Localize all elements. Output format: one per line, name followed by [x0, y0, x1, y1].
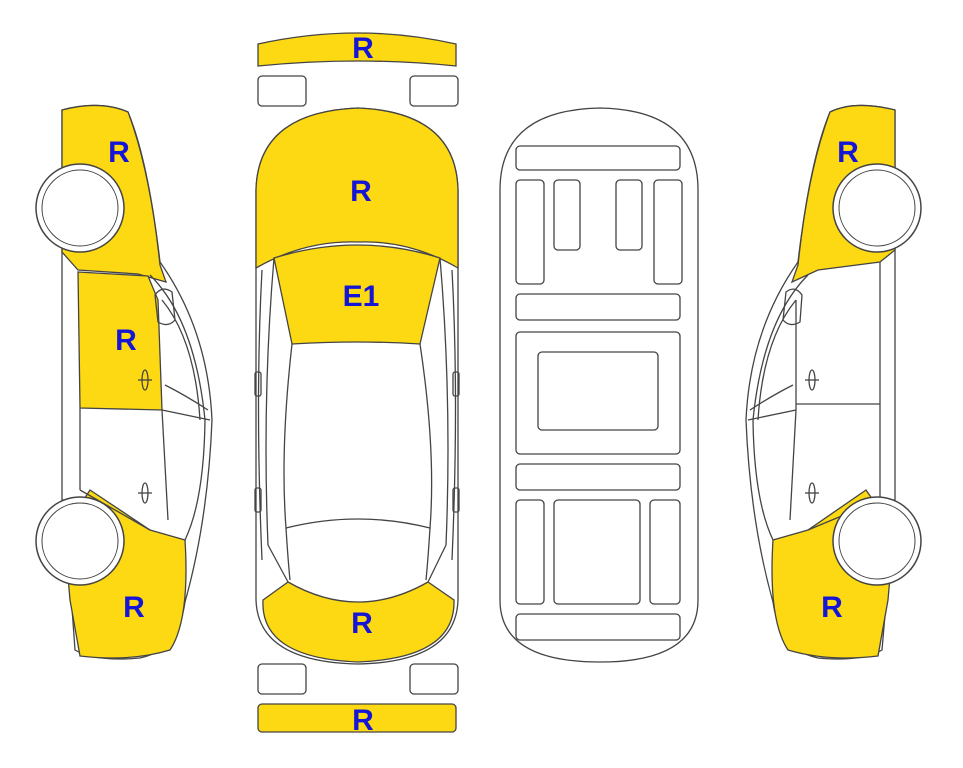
- left-rear-quarter-label: R: [123, 591, 145, 624]
- right-front-wheel-icon: [832, 163, 922, 253]
- left-side-view: [35, 104, 213, 660]
- rear-bumper-panel: [257, 703, 457, 733]
- right-rear-wheel-icon: [832, 496, 922, 586]
- left-front-fender-label: R: [108, 136, 130, 169]
- left-rear-door-handle-icon: [138, 482, 152, 504]
- right-rear-quarter-label: R: [821, 591, 843, 624]
- left-front-door-panel: [77, 271, 163, 411]
- left-front-wheel-icon: [35, 163, 125, 253]
- front-left-headlight: [257, 75, 307, 107]
- left-rear-wheel-icon: [35, 496, 125, 586]
- windshield-label: E1: [343, 280, 380, 313]
- right-mirror-icon: [782, 288, 803, 326]
- trunk-panel: [262, 581, 455, 663]
- right-front-door-handle-icon: [805, 369, 819, 391]
- left-mirror-icon: [154, 288, 176, 326]
- right-front-fender-label: R: [837, 136, 859, 169]
- hood-panel: [255, 107, 459, 270]
- front-bumper-label: R: [352, 32, 374, 65]
- rear-left-taillight: [257, 663, 307, 695]
- underside-view: [499, 107, 699, 663]
- left-front-door-label: R: [115, 324, 137, 357]
- rear-right-taillight: [409, 663, 459, 695]
- top-view: [254, 32, 460, 733]
- rear-bumper-label: R: [352, 704, 374, 737]
- damage-labels: R R E1 R R R R R R R: [108, 32, 859, 737]
- front-right-headlight: [409, 75, 459, 107]
- hood-label: R: [350, 175, 372, 208]
- left-front-door-handle-icon: [138, 369, 152, 391]
- trunk-label: R: [351, 607, 373, 640]
- underside-outline: [499, 107, 699, 663]
- right-rear-door-handle-icon: [805, 482, 819, 504]
- front-bumper-panel: [257, 32, 457, 67]
- right-side-view: [745, 104, 922, 660]
